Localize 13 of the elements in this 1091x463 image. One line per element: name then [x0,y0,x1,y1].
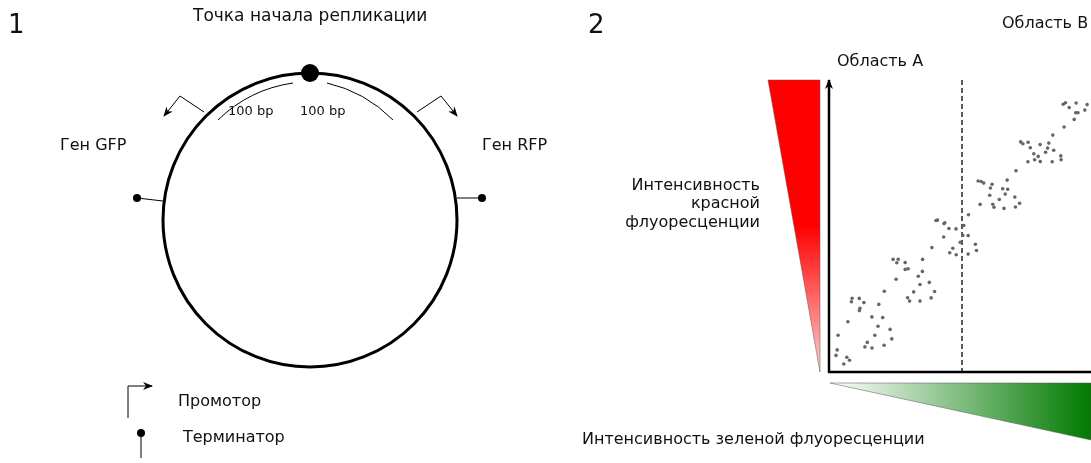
axis-label: Интенсивность красной флуоресценции [624,176,760,232]
panel-number: 1 [8,10,25,40]
legend-label: Промотор [178,392,262,411]
distance-label: 100 bp [300,104,346,119]
region-label: Область A [837,52,924,71]
axis-label: Интенсивность зеленой флуоресценции [582,430,925,449]
distance-label: 100 bp [228,104,274,119]
origin-label: Точка начала репликации [193,6,428,26]
region-label: Область B [1002,14,1089,33]
gene-label: Ген RFP [482,136,548,155]
panel-number: 2 [588,10,605,40]
legend-label: Терминатор [183,428,285,447]
gene-label: Ген GFP [60,136,127,155]
